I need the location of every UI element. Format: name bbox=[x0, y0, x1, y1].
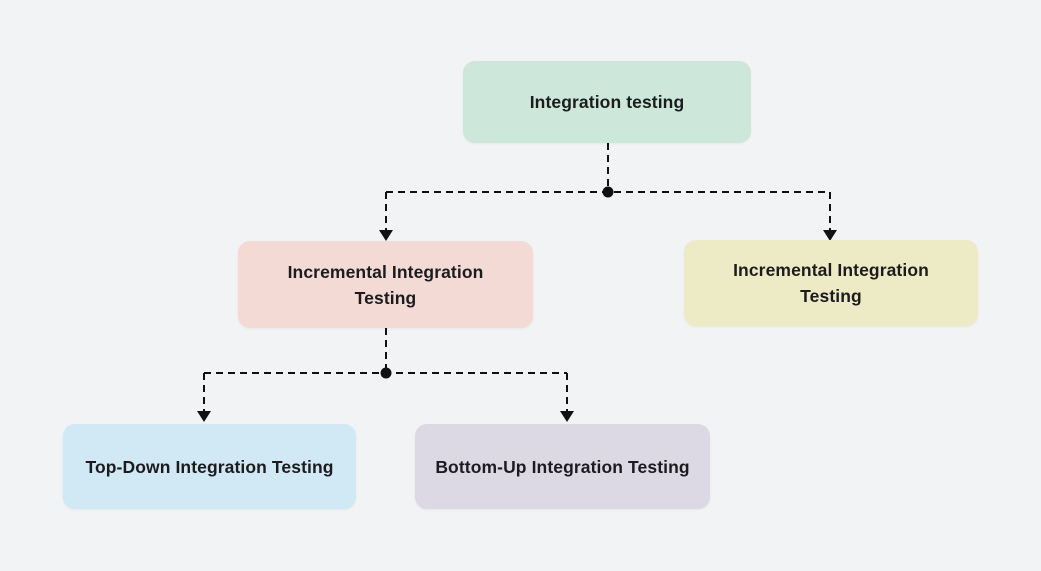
node-incremental-left-label: Incremental Integration Testing bbox=[287, 261, 484, 308]
junction-dot-level2 bbox=[380, 367, 392, 379]
arrowhead-top-down bbox=[197, 411, 211, 422]
node-bottom-up-label: Bottom-Up Integration Testing bbox=[435, 456, 690, 477]
node-integration-testing: Integration testing bbox=[463, 61, 751, 143]
arrowhead-bottom-up bbox=[560, 411, 574, 422]
node-incremental-integration-testing-left: Incremental Integration Testing bbox=[238, 241, 533, 328]
arrowhead-incremental-left bbox=[379, 230, 393, 241]
node-integration-testing-label: Integration testing bbox=[529, 92, 685, 112]
node-incremental-integration-testing-right: Incremental Integration Testing bbox=[684, 240, 978, 326]
junction-dot-level1 bbox=[602, 186, 614, 198]
node-top-down-integration-testing: Top-Down Integration Testing bbox=[63, 424, 356, 509]
node-bottom-up-integration-testing: Bottom-Up Integration Testing bbox=[415, 424, 710, 509]
node-incremental-right-label: Incremental Integration Testing bbox=[733, 260, 929, 306]
node-top-down-label: Top-Down Integration Testing bbox=[85, 456, 334, 477]
